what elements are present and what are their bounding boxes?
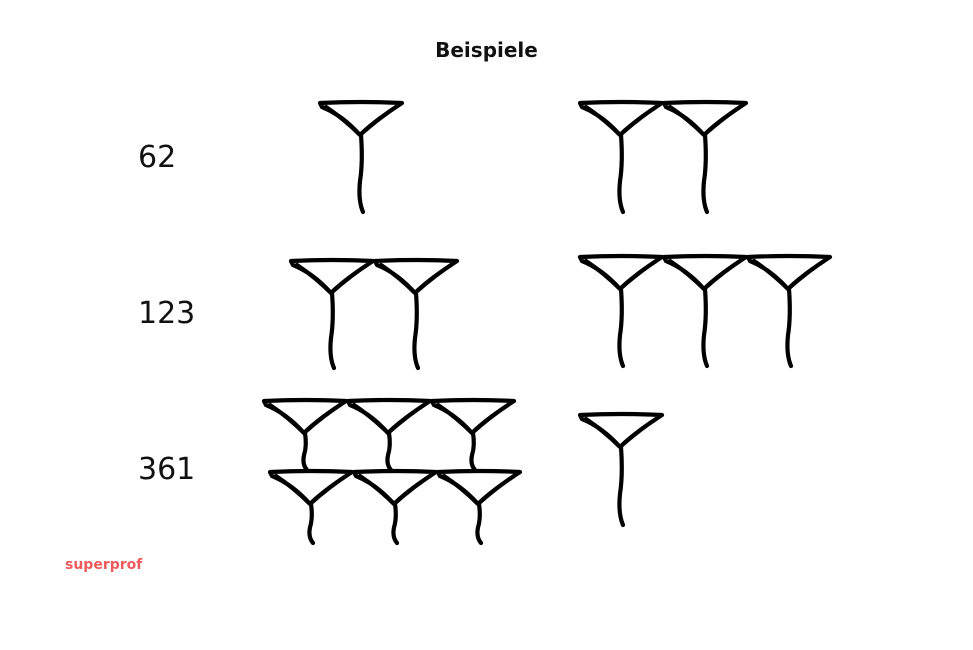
wedge-123-units-1 — [577, 253, 665, 369]
example-number-361: 361 — [138, 452, 196, 487]
wedge-123-sixties-2 — [372, 257, 460, 371]
wedge-361-units-1 — [577, 411, 665, 528]
wedge-361-sixties-1 — [261, 397, 349, 473]
page-title: Beispiele — [435, 38, 538, 62]
wedge-123-units-2 — [661, 253, 749, 369]
wedge-361-sixties-4 — [267, 468, 355, 546]
wedge-361-sixties-2 — [345, 397, 433, 473]
wedge-361-sixties-6 — [435, 468, 523, 546]
example-number-62: 62 — [138, 140, 177, 175]
wedge-361-sixties-3 — [429, 397, 517, 473]
wedge-62-sixties-1 — [317, 99, 405, 215]
wedge-62-units-1 — [577, 99, 665, 215]
wedge-123-units-3 — [745, 253, 833, 369]
wedge-361-sixties-5 — [351, 468, 439, 546]
wedge-123-sixties-1 — [288, 257, 376, 371]
example-number-123: 123 — [138, 296, 196, 331]
wedge-62-units-2 — [661, 99, 749, 215]
superprof-logo: superprof — [65, 557, 143, 573]
